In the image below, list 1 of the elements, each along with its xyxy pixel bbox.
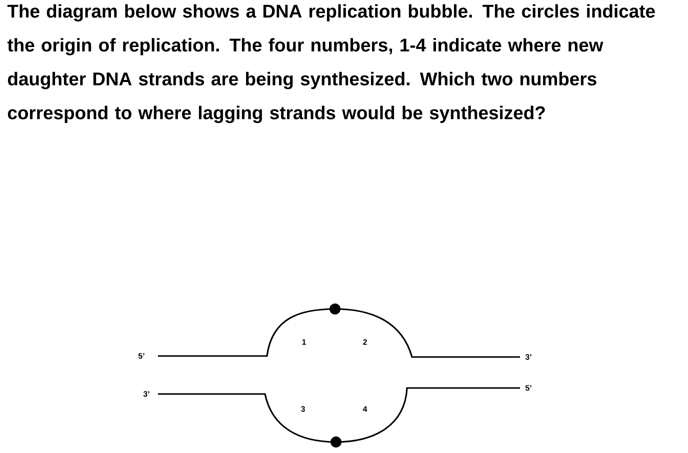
question-text: The diagram below shows a DNA replication bubble. The circles indicate the origin of replication. The four numbers, 1-4 indicate where new daughter DNA strands are being synthesized. Which two numbers correspond to where lagging strands would be synthesized? [7, 4, 655, 124]
